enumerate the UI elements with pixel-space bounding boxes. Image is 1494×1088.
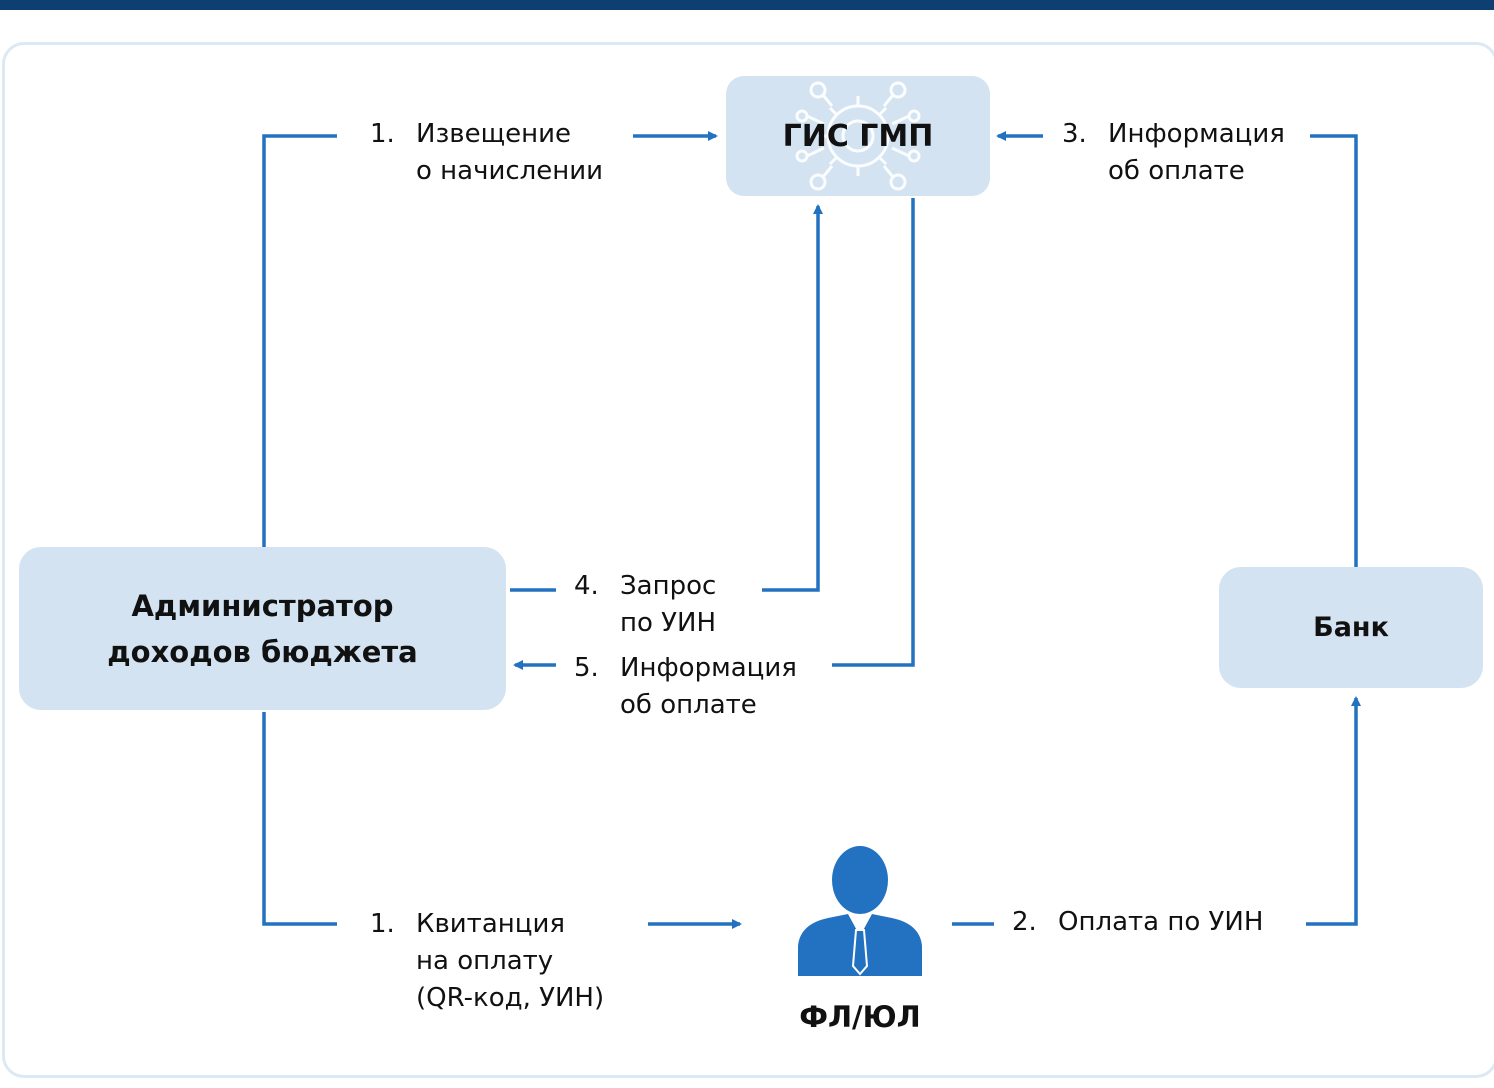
top-banner xyxy=(0,0,1494,10)
gis-gmp-label: ГИС ГМП xyxy=(782,118,934,154)
label-info3-num: 3. xyxy=(1062,119,1087,149)
edge-info3-line xyxy=(1310,134,1358,567)
label-payment-num: 2. xyxy=(1012,907,1037,937)
label-request: 4. Запрос по УИН xyxy=(574,568,716,642)
edge-request-arrow xyxy=(762,204,823,592)
label-notice: 1. Извещение о начислении xyxy=(370,116,603,190)
label-receipt: 1. Квитанция на оплату (QR-код, УИН) xyxy=(370,906,604,1017)
label-request-line1: Запрос xyxy=(620,571,717,601)
budget-admin-line1: Администратор xyxy=(131,588,394,623)
label-payment-line1: Оплата по УИН xyxy=(1058,907,1264,937)
label-request-num: 4. xyxy=(574,571,599,601)
bank-node[interactable]: Банк xyxy=(1219,567,1483,688)
budget-admin-label: Администратор доходов бюджета xyxy=(107,583,418,675)
person-label: ФЛ/ЮЛ xyxy=(799,1000,921,1034)
label-info5-line2: об оплате xyxy=(620,690,757,720)
edge-receipt-line xyxy=(262,712,337,926)
label-info3-line2: об оплате xyxy=(1108,156,1245,186)
budget-admin-line2: доходов бюджета xyxy=(107,634,418,669)
person-icon xyxy=(798,846,922,976)
budget-admin-node[interactable]: Администратор доходов бюджета xyxy=(19,547,506,710)
gis-gmp-node[interactable]: ГИС ГМП xyxy=(726,76,990,196)
label-receipt-num: 1. xyxy=(370,909,395,939)
label-receipt-line1: Квитанция xyxy=(416,909,565,939)
label-receipt-line2: на оплату xyxy=(416,946,554,976)
label-info5-num: 5. xyxy=(574,653,599,683)
label-info5-line1: Информация xyxy=(620,653,797,683)
edge-payment-arrow xyxy=(1306,696,1361,926)
network-gear-icon xyxy=(795,81,921,191)
label-notice-line2: о начислении xyxy=(416,156,604,186)
edge-notice-line xyxy=(262,134,337,547)
edge-info5-line xyxy=(832,198,915,667)
label-receipt-line3: (QR-код, УИН) xyxy=(416,983,605,1013)
label-info3: 3. Информация об оплате xyxy=(1062,116,1285,190)
label-request-line2: по УИН xyxy=(620,608,717,638)
label-payment: 2. Оплата по УИН xyxy=(1012,904,1263,941)
bank-label: Банк xyxy=(1313,612,1389,643)
label-info3-line1: Информация xyxy=(1108,119,1285,149)
label-notice-line1: Извещение xyxy=(416,119,571,149)
label-info5: 5. Информация об оплате xyxy=(574,650,797,724)
label-notice-num: 1. xyxy=(370,119,395,149)
